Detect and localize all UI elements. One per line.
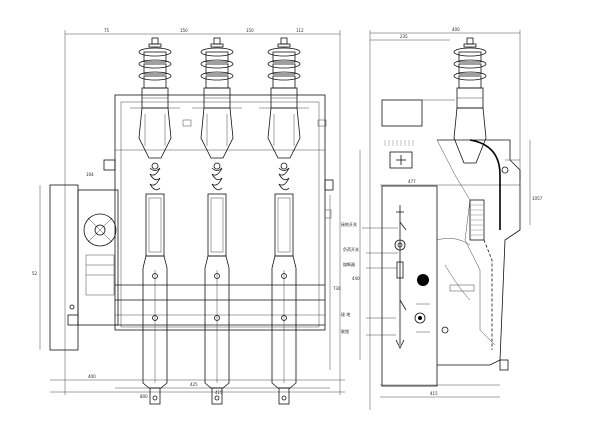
side-dim-bottom-width: 415 [430, 391, 438, 396]
grounding-switch-knob [414, 312, 426, 324]
dim-right-height: 730 [333, 286, 341, 291]
indicator-box [389, 151, 413, 169]
dim-bottom-outer: 415 [215, 390, 223, 395]
side-view: 400 235 477 415 1057 440 [341, 27, 543, 410]
label-load-switch: 负荷开关 [343, 246, 359, 252]
load-switch-symbol [394, 239, 406, 251]
pole-2 [200, 37, 234, 405]
label-fuse: 熔断器 [343, 261, 355, 267]
interlock-indicator [417, 274, 429, 286]
side-dim-right-height: 1057 [532, 196, 543, 201]
pole-3 [267, 37, 301, 405]
label-grounding: 接 地 [341, 311, 350, 317]
side-pole [453, 37, 487, 164]
dim-bottom-left: 800 [140, 394, 148, 399]
dim-left-vertical: 52 [32, 271, 38, 276]
main-frame [114, 94, 326, 331]
side-dim-mid-width: 477 [408, 179, 416, 184]
label-interlock: 联锁 [341, 328, 349, 334]
fuse-symbol [396, 261, 404, 279]
busbar-conductor [469, 139, 501, 230]
control-panel [381, 185, 438, 387]
dim-left-side: 104 [86, 172, 94, 177]
dim-top-right: 112 [296, 28, 304, 33]
dim-bottom-mid: 425 [190, 382, 198, 387]
side-dim-left-height: 440 [352, 276, 360, 281]
front-view: 75 150 150 112 104 52 400 425 415 800 73… [32, 28, 345, 405]
cabinet-side-outline [437, 139, 521, 366]
dim-bottom-inner: 400 [88, 374, 96, 379]
dim-top-left: 75 [104, 28, 110, 33]
side-dim-top-inner: 235 [400, 34, 408, 39]
pole-1 [138, 37, 172, 405]
dim-gap-1: 150 [180, 28, 188, 33]
side-dim-top-outer: 400 [452, 27, 460, 32]
label-grounding-switch: 接地开关 [341, 221, 357, 227]
dim-gap-2: 150 [246, 28, 254, 33]
